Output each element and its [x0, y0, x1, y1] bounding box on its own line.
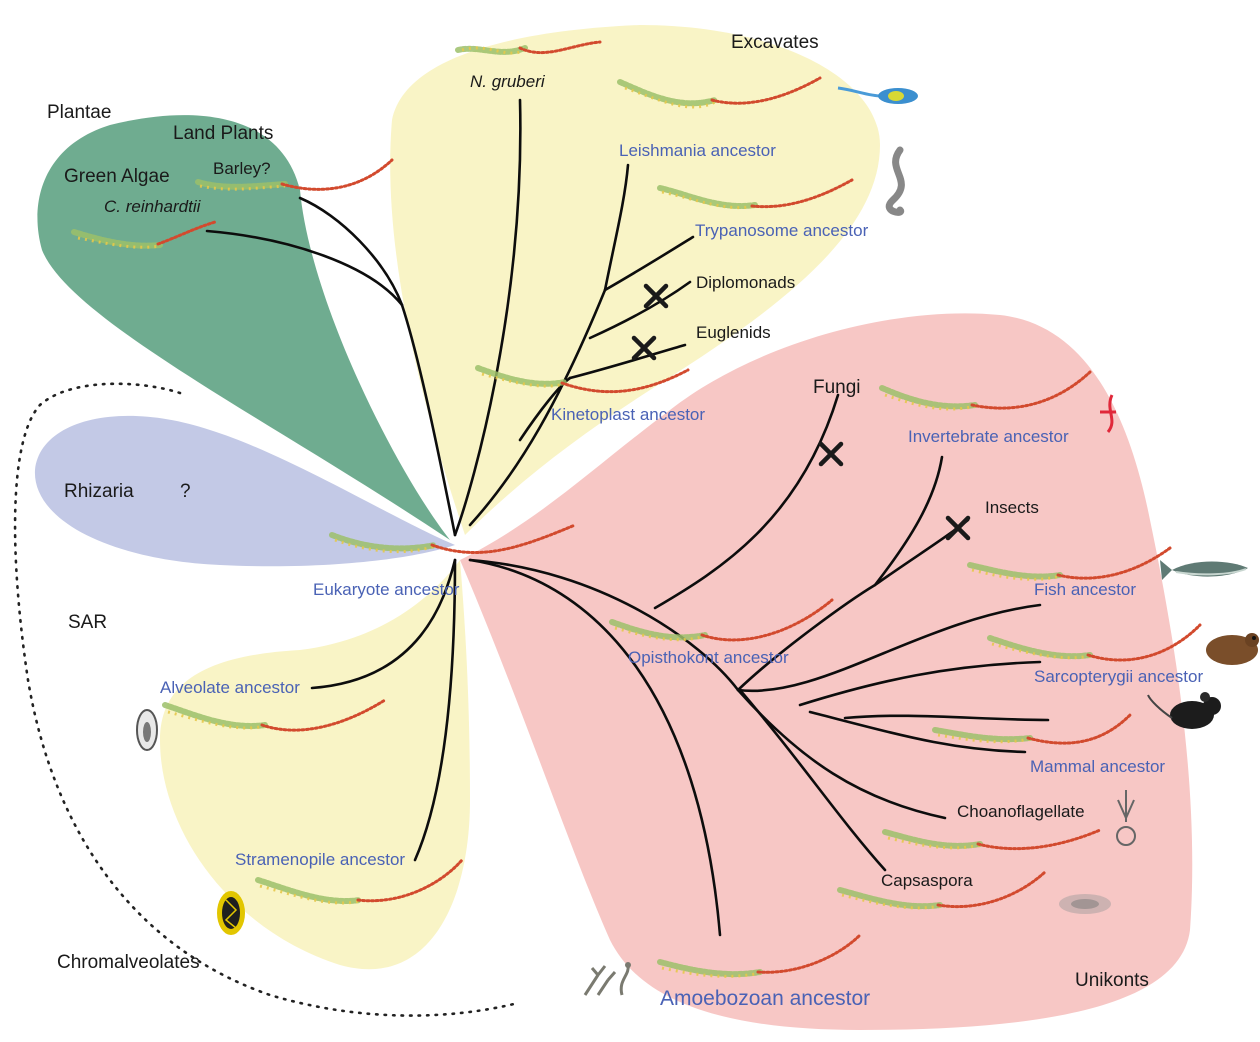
protein-alveolate	[162, 698, 387, 732]
tree-branches	[205, 98, 1050, 937]
sar-region	[160, 560, 470, 970]
protein-trypanosome	[657, 178, 854, 210]
label-chromalveolates: Chromalveolates	[57, 952, 200, 973]
label-capsaspora: Capsaspora	[881, 871, 973, 890]
protein-capsaspora	[837, 870, 1047, 910]
label-opisthokont-ancestor: Opisthokont ancestor	[628, 648, 789, 667]
label-excavates: Excavates	[731, 32, 819, 53]
x-mark-diplomonads	[643, 283, 669, 309]
capsaspora-icon	[1059, 894, 1111, 914]
label-trypanosome-ancestor: Trypanosome ancestor	[695, 221, 869, 240]
unikonts-region	[460, 313, 1193, 1031]
x-mark-euglenids	[631, 335, 657, 361]
flagellate-icon	[837, 86, 918, 104]
label-choanoflagellate: Choanoflagellate	[957, 802, 1085, 821]
x-mark-fungi	[818, 441, 844, 467]
protein-fish	[967, 546, 1172, 581]
label-rhizaria-question: ?	[180, 481, 191, 502]
label-euglenids: Euglenids	[696, 323, 771, 342]
protein-invertebrate	[879, 370, 1092, 411]
label-insects: Insects	[985, 498, 1039, 517]
label-c-reinhardtii: C. reinhardtii	[104, 197, 202, 216]
mouse-icon	[1147, 692, 1221, 729]
rhizaria-region	[34, 415, 455, 567]
extinction-marks	[631, 283, 971, 541]
protein-kinetoplast	[475, 365, 690, 394]
fish-icon	[1160, 560, 1248, 580]
label-invertebrate-ancestor: Invertebrate ancestor	[908, 427, 1069, 446]
protein-opisthokont	[609, 598, 834, 642]
choanoflagellate-icon	[1116, 790, 1136, 846]
label-eukaryote-ancestor: Eukaryote ancestor	[313, 580, 460, 599]
protein-stramenopile	[255, 858, 464, 905]
protein-structures	[71, 40, 1202, 978]
protein-sarcopterygii	[987, 623, 1202, 662]
plantae-region	[37, 115, 450, 540]
label-amoebozoan-ancestor: Amoebozoan ancestor	[660, 987, 870, 1010]
label-leishmania-ancestor: Leishmania ancestor	[619, 141, 776, 160]
protein-eukaryote	[329, 523, 577, 555]
label-diplomonads: Diplomonads	[696, 273, 795, 292]
label-plantae: Plantae	[47, 102, 111, 123]
label-land-plants: Land Plants	[173, 123, 273, 144]
protein-choanoflagellate	[882, 828, 1102, 851]
label-stramenopile-ancestor: Stramenopile ancestor	[235, 850, 405, 869]
label-kinetoplast-ancestor: Kinetoplast ancestor	[551, 405, 705, 424]
label-sar: SAR	[68, 612, 107, 633]
protein-c-reinhardtii	[71, 220, 217, 249]
toad-icon	[1206, 633, 1259, 665]
protein-leishmania	[617, 76, 822, 109]
label-green-algae: Green Algae	[64, 166, 170, 187]
label-unikonts: Unikonts	[1075, 970, 1149, 991]
diatom-icon	[217, 891, 245, 935]
ciliate-icon	[136, 709, 158, 751]
label-sarcopterygii-ancestor: Sarcopterygii ancestor	[1034, 667, 1203, 686]
x-mark-insects	[945, 515, 971, 541]
label-rhizaria: Rhizaria	[64, 481, 134, 502]
planarian-icon	[1100, 394, 1116, 433]
protein-amoebozoan	[657, 933, 862, 978]
label-fungi: Fungi	[813, 377, 861, 398]
slime-mold-icon	[583, 962, 631, 996]
label-barley: Barley?	[213, 159, 271, 178]
excavates-region	[390, 25, 880, 535]
label-n-gruberi: N. gruberi	[470, 72, 546, 91]
trypanosome-icon	[885, 146, 905, 216]
label-mammal-ancestor: Mammal ancestor	[1030, 757, 1165, 776]
protein-barley	[195, 158, 394, 191]
protein-n-gruberi	[455, 40, 602, 55]
label-fish-ancestor: Fish ancestor	[1034, 580, 1136, 599]
label-alveolate-ancestor: Alveolate ancestor	[160, 678, 300, 697]
protein-mammal	[932, 713, 1132, 745]
